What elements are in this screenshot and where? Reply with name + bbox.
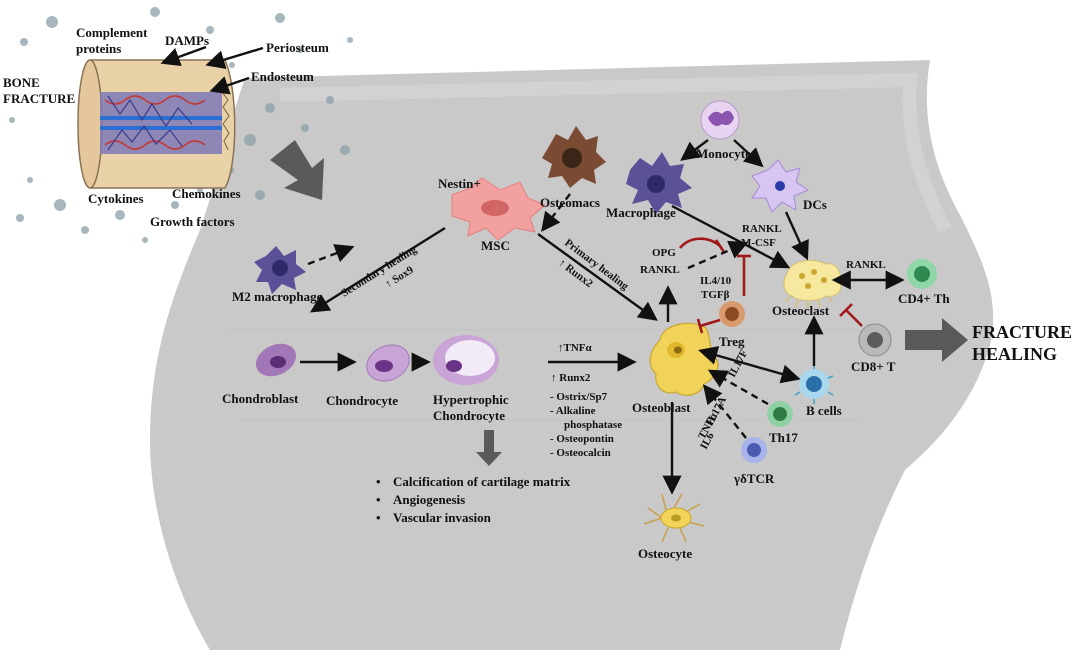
label-complement-1: Complement [76,25,148,40]
label-runx2-up: ↑ Runx2 [551,372,591,384]
label-tnfa-up: ↑TNFα [558,342,593,354]
label-chemokines: Chemokines [172,186,241,201]
label-cd4: CD4+ Th [898,291,950,306]
osteoclast-cell [783,259,842,309]
label-th17: Th17 [769,430,798,445]
label-hypertrophic-2: Chondrocyte [433,408,505,423]
label-rankl-right: RANKL [846,259,886,271]
label-growth-factors: Growth factors [150,214,235,229]
label-bone-fracture-2: FRACTURE [3,91,75,106]
label-marker-0: - Ostrix/Sp7 [550,391,608,403]
label-osteomacs: Osteomacs [540,195,600,210]
label-il4-10: IL4/10 [700,275,732,287]
outcome-item: Angiogenesis [393,492,465,507]
label-rankl-left: RANKL [640,264,680,276]
svg-text:•: • [376,510,381,525]
label-chondrocyte: Chondrocyte [326,393,398,408]
arrow-hypertrophic-down [476,430,502,466]
fractured-bone-illustration [77,59,236,189]
cd8-t-cell [858,323,892,357]
label-periosteum: Periosteum [266,40,329,55]
label-macrophage: Macrophage [606,205,676,220]
dc-cell [751,159,810,213]
label-rankl-mcsf-2: M-CSF [741,237,776,249]
label-tgfb: TGFβ [701,289,730,301]
label-monocyte: Monocyte [696,146,751,161]
label-dcs: DCs [803,197,827,212]
label-bone-fracture-1: BONE [3,75,40,90]
macrophage-cell [626,152,692,214]
label-cd8: CD8+ T [851,359,896,374]
label-cytokines: Cytokines [88,191,144,206]
b-cell [793,364,834,404]
svg-text:•: • [376,492,381,507]
label-osteoclast: Osteoclast [772,303,830,318]
gamma-delta-t-cell [741,437,767,463]
label-healing: HEALING [972,344,1057,364]
outcome-item: Vascular invasion [393,510,492,525]
label-osteoblast: Osteoblast [632,400,691,415]
m2-macrophage-cell [254,246,306,294]
osteomac-cell [542,126,606,188]
big-arrow-fracture-healing [905,318,968,362]
treg-cell [719,301,745,327]
label-m2: M2 macrophage [232,289,323,304]
label-complement-2: proteins [76,41,121,56]
label-chondroblast: Chondroblast [222,391,299,406]
outcome-item: Calcification of cartilage matrix [393,474,571,489]
label-osteocyte: Osteocyte [638,546,692,561]
label-opg: OPG [652,247,676,259]
label-msc: MSC [481,238,510,253]
cd4-t-cell [907,259,937,289]
msc-cell [451,177,546,241]
label-nestin: Nestin+ [438,176,481,191]
big-arrow-bone-to-healing [270,140,324,200]
chondroblast-cell [255,343,297,377]
chondrocyte-cell [366,344,410,382]
label-treg: Treg [719,334,745,349]
label-hypertrophic-1: Hypertrophic [433,392,509,407]
label-endosteum: Endosteum [251,69,314,84]
svg-text:•: • [376,474,381,489]
label-fracture: FRACTURE [972,322,1072,342]
label-gd-tcr: γδTCR [733,471,775,486]
th17-cell [767,401,793,427]
label-marker-1: - Alkaline [550,405,596,417]
bone-background-shape [150,60,994,650]
monocyte-cell [700,100,740,140]
label-marker-2: phosphatase [564,419,622,431]
label-marker-3: - Osteopontin [550,433,614,445]
label-b-cells: B cells [806,403,842,418]
label-marker-4: - Osteocalcin [550,447,611,459]
hypertrophic-chondrocyte-cell [433,335,499,385]
osteocyte-cell [643,493,705,543]
label-rankl-mcsf-1: RANKL [742,223,782,235]
label-damps: DAMPs [165,33,209,48]
outcomes-list: • Calcification of cartilage matrix • An… [376,474,571,525]
